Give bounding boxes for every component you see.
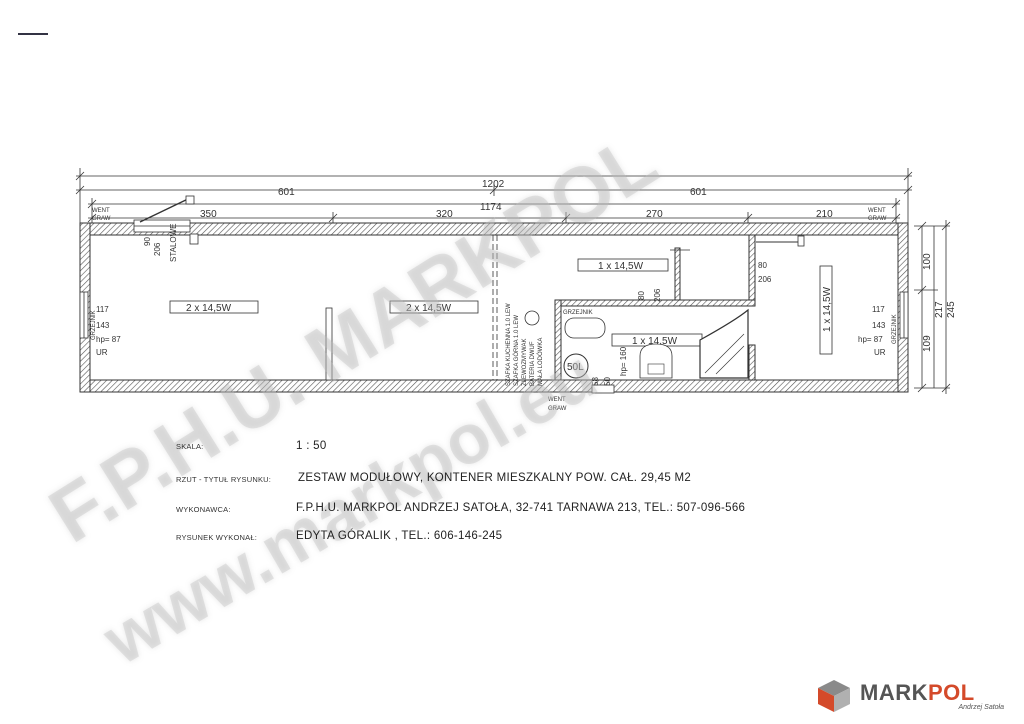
window-sash [139, 197, 191, 223]
radiator-hp-right: hp= 87 [858, 335, 883, 344]
sink-dim-2: 50 [603, 377, 612, 386]
light-fixture-right [819, 265, 833, 355]
radiator-label-left: GRZEJNIK [91, 310, 97, 340]
boiler-symbol [563, 353, 589, 379]
vent-label-left-2: GRAW [92, 216, 111, 222]
radiator-label-right: GRZEJNIK [892, 314, 898, 344]
window-type-label: STALOWE [169, 223, 178, 262]
dim-seg-1: 350 [200, 209, 217, 220]
light-label-middle: 2 x 14,5W [406, 303, 452, 314]
hook-left [189, 233, 199, 245]
brand-name: MARKPOL [860, 680, 975, 705]
shower-diagonal-1 [704, 333, 745, 374]
sink-dim-1: 58 [591, 377, 600, 386]
light-label-right: 1 x 14,5W [822, 286, 833, 332]
radiator-dim-right-2: 143 [872, 321, 886, 330]
washbasin [564, 317, 606, 339]
radiator-dim-left-2: 143 [96, 321, 110, 330]
dim-right-4: 245 [946, 301, 957, 318]
vent-label-bath-1: WENT [548, 397, 566, 403]
logo-cube-icon [818, 680, 850, 712]
corridor-door-dim-1: 80 [758, 261, 767, 270]
bath-dim-top-2: 206 [653, 288, 662, 302]
kitchen-note-5: MAŁA LODÓWKA [537, 338, 544, 386]
bath-hp: hp= 160 [619, 346, 628, 376]
dim-seg-2: 320 [436, 209, 453, 220]
dim-seg-3: 270 [646, 209, 663, 220]
light-fixture-middle [389, 300, 479, 314]
light-label-corridor: 1 x 14,5W [598, 261, 644, 272]
brand-owner: Andrzej Satoła [958, 704, 1004, 711]
radiator-hp-left: hp= 87 [96, 335, 121, 344]
light-fixture-left [169, 300, 259, 314]
dim-half-right: 601 [690, 187, 707, 198]
dim-seg-4: 210 [816, 209, 833, 220]
vent-label-right-1: WENT [868, 208, 886, 214]
dim-inner: 1174 [480, 202, 502, 213]
shower-tray [699, 308, 749, 379]
dim-overall: 1202 [482, 179, 505, 190]
bath-dim-top-1: 80 [637, 291, 646, 300]
dim-right-2: 109 [922, 335, 933, 352]
toilet-cistern [647, 363, 665, 375]
light-label-bathroom: 1 x 14,5W [632, 336, 678, 347]
kitchen-note-2: SZAFKA GÓRNA 1.0 LEW [513, 315, 520, 386]
sink-bowl-kitchen [524, 310, 540, 326]
vent-label-left-1: WENT [92, 208, 110, 214]
vent-grille-left [185, 195, 195, 205]
radiator-dim-right-1: 117 [872, 305, 885, 314]
dim-half-left: 601 [278, 187, 295, 198]
light-label-left: 2 x 14,5W [186, 303, 232, 314]
window-dim-left-2: 206 [153, 242, 162, 256]
shower-diagonal-2 [715, 345, 745, 375]
kitchen-note-1: SZAFKA KUCHENNA 1.0 LEW [506, 303, 512, 386]
markpol-logo: MARKPOL Andrzej Satoła [814, 676, 1010, 716]
kitchen-note-4: BATERIA DWUF [530, 341, 536, 386]
radiator-ur-right: UR [874, 348, 886, 357]
light-fixture-corridor [577, 258, 669, 272]
vent-label-right-2: GRAW [868, 216, 887, 222]
dim-right-1: 100 [922, 253, 933, 270]
radiator-label-bath: GRZEJNIK [563, 310, 593, 316]
boiler-label: 50L [567, 362, 584, 373]
walls [79, 219, 909, 394]
dim-right-3: 217 [934, 301, 945, 318]
radiator-dim-left-1: 117 [96, 305, 109, 314]
corridor-door-dim-2: 206 [758, 275, 772, 284]
kitchen-note-3: ZLEWOZMYWAK [522, 339, 528, 386]
radiator-ur-left: UR [96, 348, 108, 357]
coat-hook [797, 235, 805, 247]
dimension-lines [75, 168, 951, 394]
window-dim-left-1: 90 [143, 237, 152, 246]
vent-label-bath-2: GRAW [548, 406, 567, 412]
